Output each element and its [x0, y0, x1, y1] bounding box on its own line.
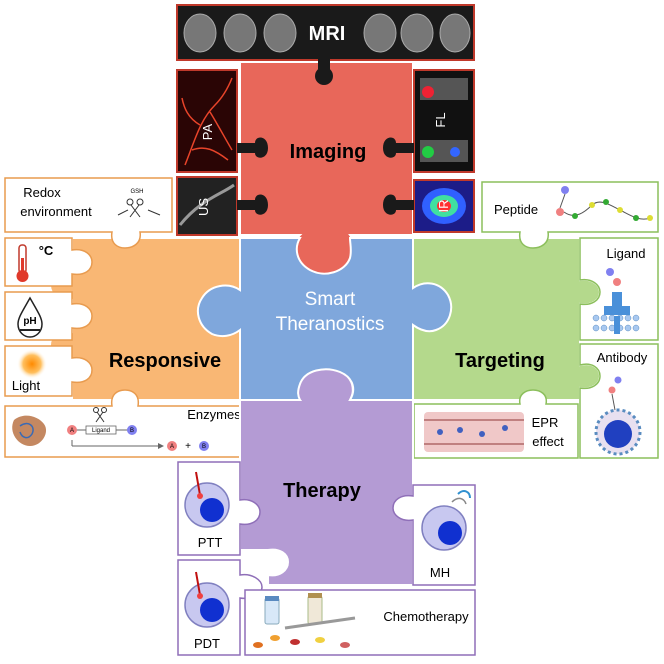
light-tile: Light	[4, 345, 93, 397]
ir-label: IR	[436, 200, 451, 213]
antibody-cell-icon	[594, 376, 642, 456]
light-label: Light	[12, 378, 41, 393]
mri-connector	[318, 58, 330, 70]
ptt-cell-icon	[184, 471, 230, 528]
ptt-label: PTT	[198, 535, 223, 550]
pa-label: PA	[200, 123, 215, 140]
mri-tile: MRI	[176, 4, 475, 85]
chemotherapy-tile: Chemotherapy	[244, 589, 476, 656]
receptor-icon	[592, 268, 640, 334]
blood-vessel-image	[424, 412, 524, 452]
antibody-tile: Antibody	[579, 343, 659, 459]
enzyme-a2-label: A	[170, 444, 174, 450]
peptide-label: Peptide	[494, 202, 538, 217]
imaging-label: Imaging	[290, 141, 367, 163]
responsive-label: Responsive	[109, 350, 221, 372]
pa-tile: PA	[176, 69, 268, 173]
ph-label: pH	[23, 316, 36, 327]
fl-label: FL	[433, 112, 448, 127]
center-puzzle-piece: Smart Theranostics	[196, 237, 453, 401]
brain-scan-images	[183, 13, 471, 53]
therapy-label: Therapy	[283, 480, 362, 502]
gsh-label: GSH	[130, 189, 143, 195]
therapy-puzzle-piece: Therapy	[239, 363, 414, 586]
pdt-tile: PDT	[177, 559, 263, 656]
temperature-label: °C	[39, 243, 54, 258]
enzyme-plus-label: +	[185, 441, 191, 452]
pdt-cell-icon	[184, 571, 230, 628]
chemotherapy-label: Chemotherapy	[383, 609, 469, 624]
enzyme-a1-label: A	[70, 428, 74, 434]
ph-tile: pH	[4, 291, 93, 341]
mh-tile: MH	[392, 484, 476, 586]
peptide-chain-icon	[556, 186, 653, 221]
epr-line1: EPR	[532, 415, 559, 430]
temperature-tile: °C	[4, 237, 93, 287]
ph-drop-icon	[17, 296, 43, 338]
ligand-tile: Ligand	[579, 237, 659, 341]
center-line1: Smart	[305, 289, 356, 310]
mri-label: MRI	[309, 23, 346, 45]
us-tile: US	[176, 176, 268, 236]
fl-tile: FL	[383, 69, 475, 173]
antibody-label: Antibody	[597, 350, 648, 365]
enzyme-ligand-label: Ligand	[92, 428, 110, 434]
enzyme-b1-label: B	[130, 428, 134, 434]
redox-tile: Redox environment GSH	[4, 177, 173, 249]
enzymes-label: Enzymes	[187, 407, 241, 422]
ptt-tile: PTT	[177, 461, 261, 556]
enzyme-protein-icon	[12, 415, 47, 446]
responsive-puzzle-piece: Responsive	[48, 237, 241, 401]
us-label: US	[196, 198, 211, 216]
scissors-icon	[117, 198, 161, 218]
targeting-label: Targeting	[455, 350, 545, 372]
thermometer-icon	[16, 244, 29, 282]
drugs-image	[253, 593, 356, 648]
mh-label: MH	[430, 565, 450, 580]
ligand-label: Ligand	[606, 246, 645, 261]
epr-line2: effect	[532, 434, 564, 449]
ir-tile: IR	[383, 179, 475, 233]
center-line2: Theranostics	[276, 314, 385, 335]
enzymes-tile: Enzymes A Ligand B A + B	[4, 389, 241, 458]
mh-cell-icon	[421, 490, 471, 551]
peptide-tile: Peptide	[481, 181, 659, 249]
light-glow-icon	[17, 349, 47, 379]
scissors-icon	[93, 407, 107, 423]
vessel-image	[181, 77, 233, 166]
redox-line2: environment	[20, 204, 92, 219]
pdt-label: PDT	[194, 636, 220, 651]
redox-line1: Redox	[23, 185, 61, 200]
epr-tile: EPR effect	[413, 389, 579, 459]
enzyme-b2-label: B	[202, 444, 206, 450]
